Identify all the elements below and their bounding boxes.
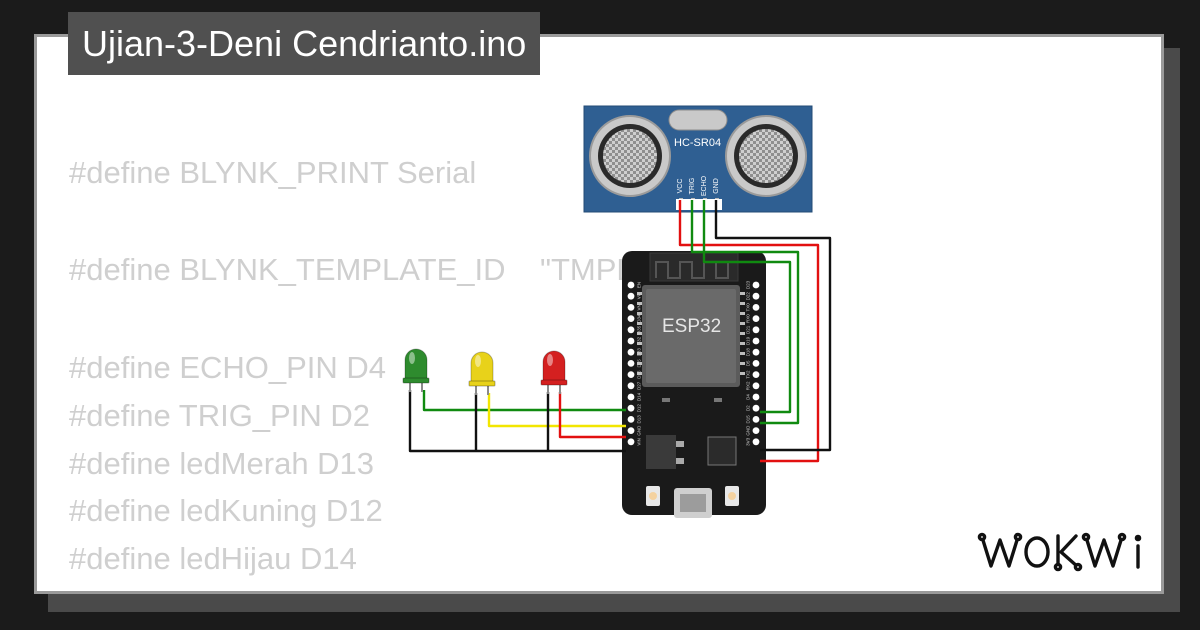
pin-label: TX0 [746,303,751,312]
pin-label: D18 [746,348,751,357]
pin-label: D19 [746,336,751,345]
sensor-pin-label: GND [713,178,720,194]
wire-trig-green [690,200,800,425]
pin-label: D13 [637,415,642,424]
header-pin[interactable] [627,292,635,300]
header-pin[interactable] [752,438,760,446]
esp32-board[interactable]: ESP32 ENVPVND34D35D32D33D25D26D27D14D12D… [622,251,766,518]
pin-label: D5 [746,360,751,366]
header-pin[interactable] [627,337,635,345]
pin-label: 3V3 [746,437,751,446]
code-line: #define BLYNK_PRINT Serial [69,155,477,190]
pin-label: D14 [637,392,642,401]
pin-label: D26 [637,370,642,379]
sensor-pin-label: VCC [677,179,684,194]
pin-label: D12 [637,404,642,413]
pin-label: GND [746,425,751,436]
pin-label: D32 [637,336,642,345]
pin-label: D15 [746,415,751,424]
header-pin[interactable] [627,281,635,289]
header-pin[interactable] [752,337,760,345]
header-pin[interactable] [752,393,760,401]
pin-label: VN [637,304,642,310]
pin-label: RX2 [746,381,751,390]
header-pin[interactable] [627,348,635,356]
pin-label: VIN [637,438,642,446]
pin-label: RX0 [746,314,751,323]
header-pin[interactable] [752,304,760,311]
header-pin[interactable] [627,360,635,367]
code-line: #define ledHijau D14 [69,541,357,576]
header-pin[interactable] [627,382,635,390]
voltage-regulator [646,435,676,469]
pin-label: VP [637,293,642,299]
header-pin[interactable] [627,371,635,378]
header-pin[interactable] [627,393,635,401]
transducer-left [589,115,671,197]
code-preview: #define BLYNK_PRINT Serial #define BLYNK… [69,37,1149,591]
wire-vcc-red [678,200,820,463]
wires [408,200,832,463]
usb-uart-chip [707,436,737,466]
pin-label: D27 [637,381,642,390]
header-pin[interactable] [752,292,760,300]
transducer-right [725,115,807,197]
header-pin[interactable] [627,416,635,423]
header-pin[interactable] [752,404,760,412]
pin-label: GND [637,425,642,436]
hc-sr04-sensor[interactable]: HC-SR04 VCC TRIG ECHO GND [583,105,813,213]
code-line: #define TRIG_PIN D2 [69,398,370,433]
pin-label: D21 [746,325,751,334]
wire-led-yellow [487,393,626,428]
pin-label: D34 [637,314,642,323]
wokwi-logo [977,532,1142,572]
sensor-label: HC-SR04 [674,137,721,149]
header-pin[interactable] [627,304,635,311]
pin-label: TX2 [746,370,751,379]
wire-led-green [422,390,626,412]
esp32-label: ESP32 [662,316,721,337]
header-pin[interactable] [752,348,760,356]
pin-label: D33 [637,348,642,357]
code-line: #define ledMerah D13 [69,446,375,481]
header-pin[interactable] [627,326,635,334]
crystal-oscillator [668,109,728,131]
code-line: #define ledKuning D12 [69,493,383,528]
header-pin[interactable] [752,281,760,289]
wire-gnd-black [714,200,832,452]
header-pin[interactable] [627,315,635,322]
code-line: #define ECHO_PIN D4 [69,350,387,385]
pin-label: D25 [637,359,642,368]
header-pin[interactable] [627,438,635,446]
header-pin[interactable] [752,360,760,367]
wire-led-red [558,392,626,439]
pin-label: D35 [637,325,642,334]
project-title: Ujian-3-Deni Cendrianto.ino [68,12,541,75]
header-pin[interactable] [752,427,760,434]
sensor-pin-label: TRIG [689,178,696,195]
pin-label: EN [637,282,642,288]
header-pin[interactable] [627,427,635,434]
pin-label: D2 [746,405,751,411]
header-pin[interactable] [752,326,760,334]
code-line: #define BLYNK_TEMPLATE_ID "TMPL [69,252,634,287]
header-pin[interactable] [752,382,760,390]
header-pin[interactable] [627,404,635,412]
wire-gnd-common [408,390,626,453]
led-green[interactable] [402,348,430,392]
led-yellow[interactable] [468,351,496,395]
header-pin[interactable] [752,315,760,322]
led-red[interactable] [540,350,568,394]
header-pin[interactable] [752,416,760,423]
pin-label: D22 [746,292,751,301]
wire-echo-green [702,200,792,414]
sensor-pin-label: ECHO [701,175,708,196]
header-pin[interactable] [752,371,760,378]
pin-label: D23 [746,280,751,289]
pin-label: D4 [746,394,751,400]
